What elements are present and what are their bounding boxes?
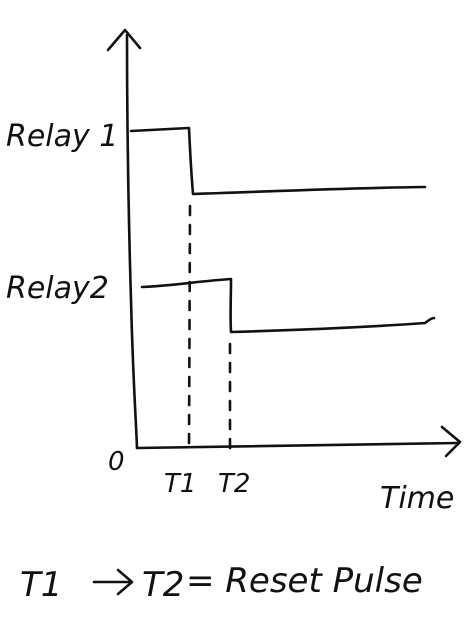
relay1-waveform: [129, 126, 427, 196]
origin-label: 0: [108, 447, 125, 477]
caption: T1 T2 = Reset Pulse: [20, 561, 423, 605]
x-axis-arrowhead: [440, 425, 462, 458]
caption-start: T1: [20, 565, 62, 605]
x-axis-label: Time: [380, 481, 454, 516]
t2-tick-label: T2: [218, 469, 250, 499]
relay1-label: Relay 1: [6, 119, 118, 154]
x-axis: [135, 441, 460, 450]
caption-arrow-icon: [92, 568, 134, 596]
relay2-label: Relay2: [6, 271, 109, 306]
y-axis: [125, 33, 139, 450]
caption-text: = Reset Pulse: [186, 561, 423, 601]
relay2-waveform: [140, 277, 436, 334]
caption-end: T2: [142, 565, 184, 605]
axes: [106, 28, 462, 458]
t1-dashed-marker: [187, 204, 192, 452]
t1-tick-label: T1: [164, 469, 196, 499]
y-axis-arrowhead: [106, 28, 142, 52]
